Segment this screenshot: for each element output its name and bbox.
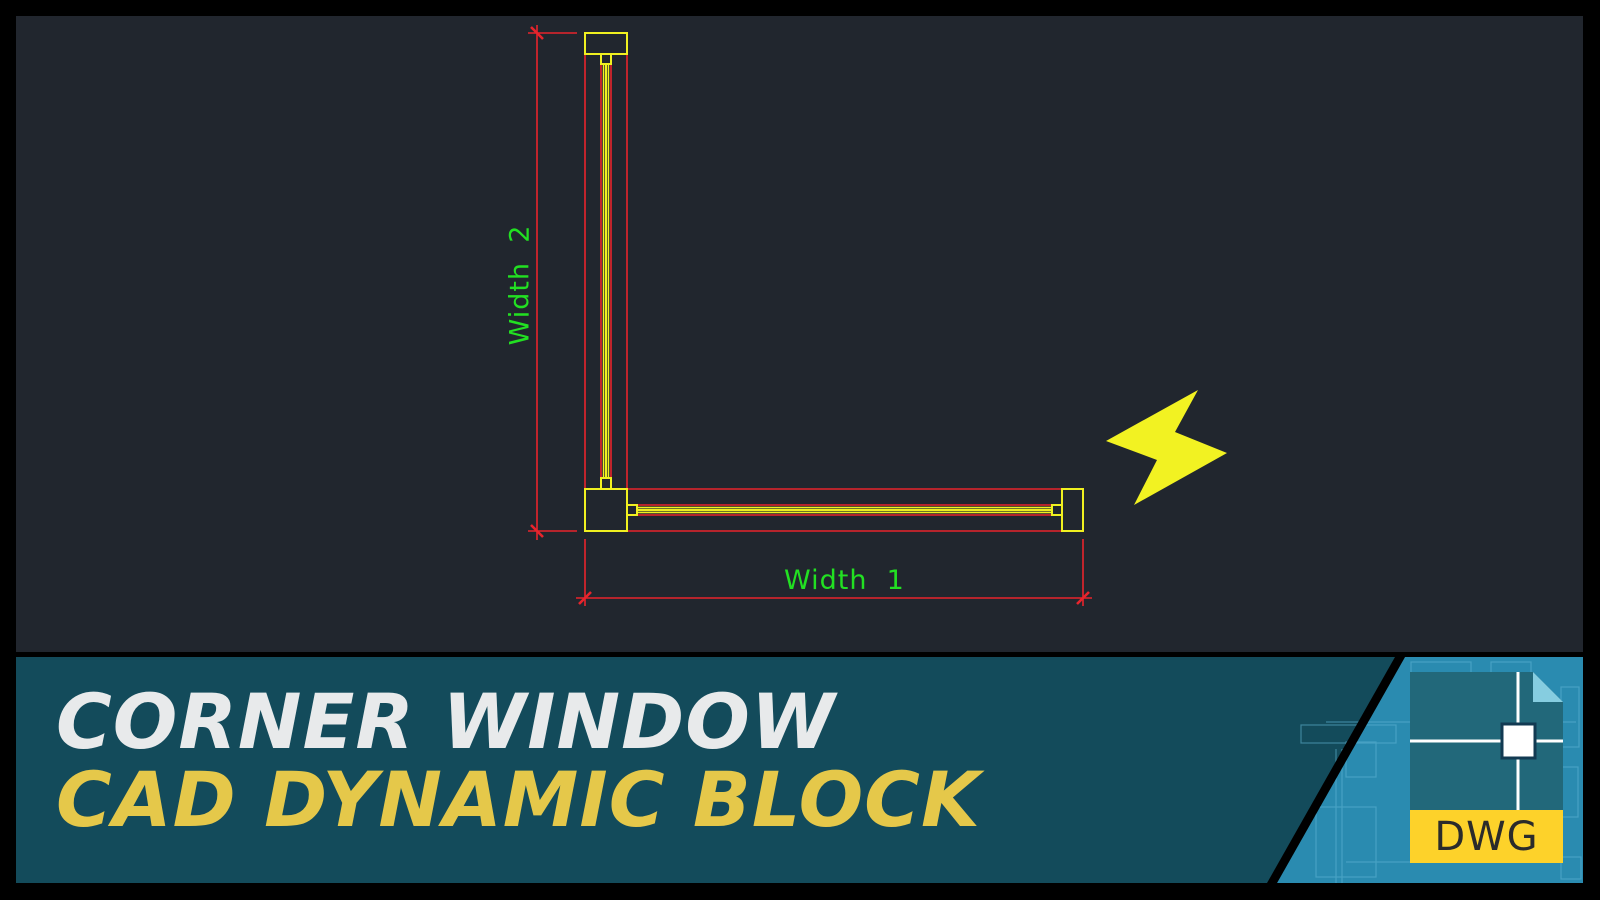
window-frames: [584, 32, 1084, 532]
dimension-label-width-1: Width 1: [784, 565, 905, 596]
title-banner: CORNER WINDOW CAD DYNAMIC BLOCK: [16, 657, 1583, 883]
end-post: [1061, 488, 1084, 532]
end-connector: [1051, 504, 1063, 516]
dwg-file-label: DWG: [1434, 813, 1539, 860]
glass-panes: [602, 64, 1052, 514]
dimension-label-width-2: Width 2: [504, 224, 536, 346]
lightning-bolt-icon: [1106, 390, 1227, 505]
horizontal-wall-lines: [627, 488, 1062, 532]
top-connector: [600, 53, 612, 65]
vertical-wall-lines: [584, 54, 628, 489]
title-line-2: CAD DYNAMIC BLOCK: [56, 755, 981, 844]
cad-canvas: [16, 16, 1583, 652]
corner-connector-horizontal: [626, 504, 638, 516]
top-post: [584, 32, 628, 55]
dimension-width-1: [576, 539, 1092, 606]
dimension-width-2: [528, 25, 577, 540]
title-line-1: CORNER WINDOW: [56, 677, 836, 766]
corner-connector-vertical: [600, 477, 612, 490]
corner-post: [584, 488, 628, 532]
